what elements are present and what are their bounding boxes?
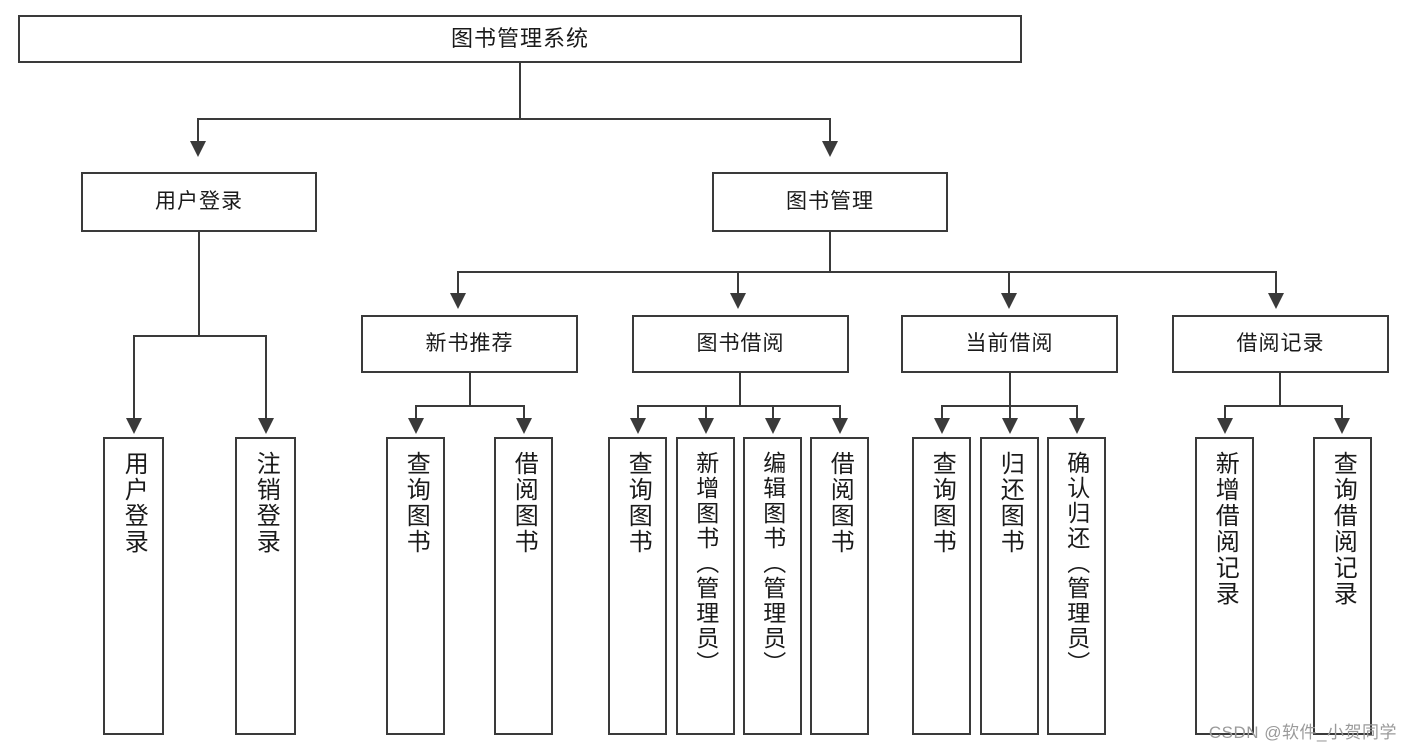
arrow-to-leaf-query-borrow-record [1334, 418, 1350, 434]
node-label: 当前借阅 [965, 331, 1054, 355]
connector-user-login-bus [133, 335, 265, 337]
connector-new-book-drop-2 [523, 405, 525, 420]
node-book-borrow[interactable]: 图书借阅 [632, 315, 849, 373]
connector-user-login-drop-2 [265, 335, 267, 420]
leaf-label: 查询图书 [928, 451, 956, 555]
node-user-login[interactable]: 用户登录 [81, 172, 317, 232]
connector-new-book-bus [415, 405, 525, 407]
leaf-label: 查询图书 [402, 451, 430, 555]
connector-borrow-record-drop-1 [1224, 405, 1226, 420]
arrow-to-leaf-add-book [698, 418, 714, 434]
arrow-to-leaf-user-login [126, 418, 142, 434]
arrow-to-book-management [822, 141, 838, 157]
arrow-to-current-borrow [1001, 293, 1017, 309]
arrow-to-book-borrow [730, 293, 746, 309]
leaf-add-borrow-record[interactable]: 新增借阅记录 [1195, 437, 1254, 735]
connector-book-borrow-drop-2 [705, 405, 707, 420]
node-book-management[interactable]: 图书管理 [712, 172, 948, 232]
connector-current-borrow-drop-2 [1009, 405, 1011, 420]
node-label: 用户登录 [155, 189, 243, 213]
leaf-query-book-new-recommend[interactable]: 查询图书 [386, 437, 445, 735]
arrow-to-borrow-record [1268, 293, 1284, 309]
connector-level2-drop-2 [829, 118, 831, 143]
connector-book-borrow-bus [637, 405, 841, 407]
connector-borrow-record-stem [1279, 373, 1281, 405]
connector-new-book-stem [469, 373, 471, 405]
leaf-label: 用户登录 [120, 451, 148, 555]
leaf-user-login[interactable]: 用户登录 [103, 437, 164, 735]
connector-user-login-drop-1 [133, 335, 135, 420]
leaf-query-borrow-record[interactable]: 查询借阅记录 [1313, 437, 1372, 735]
arrow-to-leaf-logout [258, 418, 274, 434]
leaf-confirm-return-admin[interactable]: 确认归还（管理员） [1047, 437, 1106, 735]
node-label: 新书推荐 [425, 331, 514, 355]
connector-level2-drop-1 [197, 118, 199, 143]
leaf-edit-book-admin[interactable]: 编辑图书（管理员） [743, 437, 802, 735]
leaf-label: 新增图书（管理员） [692, 451, 719, 676]
connector-level2-bus [197, 118, 831, 120]
connector-new-book-drop-1 [415, 405, 417, 420]
arrow-to-user-login [190, 141, 206, 157]
node-new-book-recommend[interactable]: 新书推荐 [361, 315, 578, 373]
connector-level3-drop-2 [737, 271, 739, 295]
leaf-label: 借阅图书 [510, 451, 538, 555]
leaf-return-book[interactable]: 归还图书 [980, 437, 1039, 735]
connector-book-borrow-stem [739, 373, 741, 405]
leaf-logout[interactable]: 注销登录 [235, 437, 296, 735]
node-borrow-record[interactable]: 借阅记录 [1172, 315, 1389, 373]
connector-book-borrow-drop-1 [637, 405, 639, 420]
leaf-label: 借阅图书 [826, 451, 854, 555]
connector-level3-drop-3 [1008, 271, 1010, 295]
leaf-label: 确认归还（管理员） [1063, 451, 1090, 676]
arrow-to-leaf-edit-book [765, 418, 781, 434]
connector-level3-drop-4 [1275, 271, 1277, 295]
arrow-to-leaf-query-book-1 [408, 418, 424, 434]
node-label: 图书管理 [786, 189, 874, 213]
node-label: 图书借阅 [696, 331, 785, 355]
connector-borrow-record-drop-2 [1341, 405, 1343, 420]
node-root-book-management-system[interactable]: 图书管理系统 [18, 15, 1022, 63]
leaf-label: 编辑图书（管理员） [759, 451, 786, 676]
leaf-borrow-book-new-recommend[interactable]: 借阅图书 [494, 437, 553, 735]
connector-book-borrow-drop-4 [839, 405, 841, 420]
leaf-query-book-current[interactable]: 查询图书 [912, 437, 971, 735]
leaf-query-book-borrow[interactable]: 查询图书 [608, 437, 667, 735]
csdn-watermark: CSDN @软件_小贺同学 [1208, 723, 1397, 742]
connector-current-borrow-drop-3 [1076, 405, 1078, 420]
leaf-borrow-book[interactable]: 借阅图书 [810, 437, 869, 735]
arrow-to-leaf-add-borrow-record [1217, 418, 1233, 434]
arrow-to-leaf-borrow-book-2 [832, 418, 848, 434]
arrow-to-leaf-borrow-book-1 [516, 418, 532, 434]
connector-current-borrow-stem [1009, 373, 1011, 405]
connector-level3-drop-1 [457, 271, 459, 295]
arrow-to-leaf-query-book-3 [934, 418, 950, 434]
arrow-to-leaf-confirm-return [1069, 418, 1085, 434]
connector-user-login-stem [198, 232, 200, 335]
connector-current-borrow-drop-1 [941, 405, 943, 420]
leaf-label: 新增借阅记录 [1211, 451, 1239, 607]
arrow-to-new-book-recommend [450, 293, 466, 309]
arrow-to-leaf-return-book [1002, 418, 1018, 434]
connector-book-borrow-drop-3 [772, 405, 774, 420]
leaf-label: 注销登录 [252, 451, 280, 555]
leaf-add-book-admin[interactable]: 新增图书（管理员） [676, 437, 735, 735]
connector-borrow-record-bus [1224, 405, 1342, 407]
arrow-to-leaf-query-book-2 [630, 418, 646, 434]
connector-level3-bus [457, 271, 1277, 273]
leaf-label: 查询图书 [624, 451, 652, 555]
node-label: 借阅记录 [1236, 331, 1325, 355]
leaf-label: 归还图书 [996, 451, 1024, 555]
node-current-borrow[interactable]: 当前借阅 [901, 315, 1118, 373]
connector-book-management-stem [829, 232, 831, 271]
leaf-label: 查询借阅记录 [1329, 451, 1357, 607]
node-label: 图书管理系统 [450, 26, 589, 52]
connector-root-stem [519, 63, 521, 118]
